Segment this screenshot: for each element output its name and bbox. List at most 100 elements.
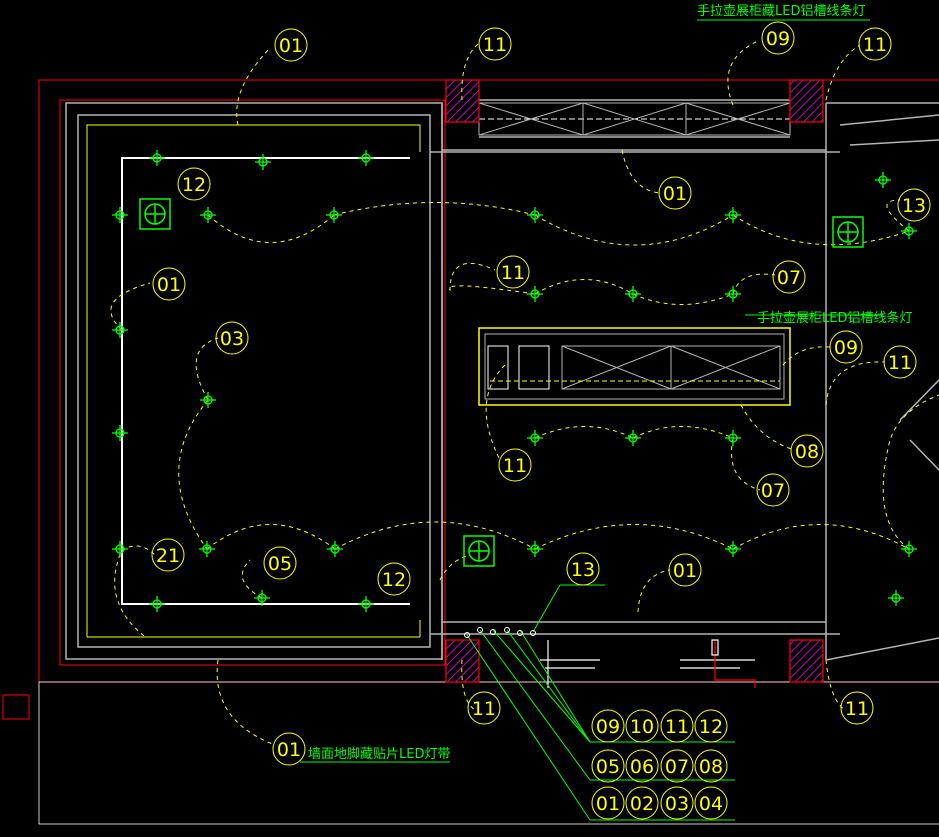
downlight-icon: [527, 541, 543, 557]
tag-label: 01: [279, 35, 303, 57]
downlight-icon: [112, 541, 128, 557]
tag-circle: 01: [274, 28, 308, 62]
legend-label: 12: [699, 716, 723, 738]
downlights: [112, 150, 917, 612]
tag-circle: 08: [790, 434, 824, 468]
legend-label: 09: [596, 716, 620, 738]
tag-label: 08: [795, 441, 819, 463]
tag-circle: 09: [761, 21, 795, 55]
downlight-icon: [358, 596, 374, 612]
downlight-icon: [358, 150, 374, 166]
tag-circle: 11: [467, 691, 501, 725]
tag-label: 12: [382, 569, 406, 591]
legend-label: 03: [665, 793, 689, 815]
legend-row-3: 01 02 03 04: [591, 786, 728, 820]
legend-label: 08: [699, 756, 723, 778]
outer-boundary: [2, 79, 939, 825]
tag-label: 07: [777, 267, 801, 289]
downlight-icon: [326, 207, 342, 223]
legend-row-2: 05 06 07 08: [591, 749, 728, 783]
center-display-cabinet: [478, 327, 791, 406]
legend-label: 10: [630, 716, 654, 738]
downlight-icon: [888, 590, 904, 606]
tag-label: 21: [156, 545, 180, 567]
tag-label: 11: [863, 34, 887, 56]
tag-label: 11: [888, 352, 912, 374]
downlight-icon: [725, 430, 741, 446]
downlight-icon: [725, 541, 741, 557]
ceiling-outline: [86, 124, 421, 638]
downlight-icon: [112, 425, 128, 441]
switch-markers: [464, 627, 536, 638]
legend-label: 01: [596, 793, 620, 815]
downlight-icon: [527, 207, 543, 223]
room-walls: [65, 99, 939, 661]
tag-label: 01: [277, 739, 301, 761]
downlight-icon: [327, 541, 343, 557]
note-top-right: 手拉壶展柜藏LED铝槽线条灯: [697, 3, 865, 19]
tag-label: 01: [673, 560, 697, 582]
tag-label: 11: [845, 698, 869, 720]
tag-label: 09: [834, 337, 858, 359]
note-bottom: 墙面地脚藏贴片LED灯带: [308, 746, 450, 762]
tag-label: 07: [761, 480, 785, 502]
tag-circle: 01: [272, 732, 306, 766]
downlight-icon: [200, 392, 216, 408]
circuit-tags: 01 11 09 11 12 01 13 01 11 07 03 09 11 0…: [151, 21, 931, 766]
tag-label: 09: [766, 28, 790, 50]
downlight-icon: [875, 172, 891, 188]
downlight-icon: [149, 150, 165, 166]
tag-circle: 11: [478, 27, 512, 61]
tag-label: 11: [472, 698, 496, 720]
top-display-cabinet: [478, 102, 791, 136]
legend-label: 02: [630, 793, 654, 815]
tag-circle: 13: [897, 188, 931, 222]
legend-leaders: [300, 19, 883, 821]
tag-label: 11: [483, 34, 507, 56]
legend-label: 06: [630, 756, 654, 778]
exhaust-fan-icon: [463, 535, 495, 567]
tag-circle: 11: [883, 345, 917, 379]
tag-circle: 03: [215, 321, 249, 355]
tag-label: 13: [571, 559, 595, 581]
downlight-icon: [725, 207, 741, 223]
legend-label: 05: [596, 756, 620, 778]
downlight-icon: [625, 430, 641, 446]
tag-circle: 11: [496, 255, 530, 289]
structural-columns: [445, 79, 824, 683]
tag-label: 13: [902, 195, 926, 217]
tag-circle: 21: [151, 538, 185, 572]
tag-circle: 01: [152, 267, 186, 301]
tag-label: 11: [501, 262, 525, 284]
tag-circle: 01: [668, 553, 702, 587]
downlight-icon: [527, 430, 543, 446]
downlight-icon: [112, 207, 128, 223]
tag-circle: 11: [858, 27, 892, 61]
tag-circle: 11: [840, 691, 874, 725]
downlight-icon: [901, 223, 917, 239]
exhaust-fan-icon: [832, 216, 864, 248]
tag-circle: 07: [772, 260, 806, 294]
door-fittings: [540, 639, 756, 688]
tag-label: 11: [503, 455, 527, 477]
note-middle: 手拉壶展柜LED铝槽线条灯: [757, 310, 912, 326]
downlight-icon: [254, 590, 270, 606]
circuit-curves: [110, 39, 939, 746]
downlight-icon: [199, 541, 215, 557]
tag-circle: 09: [829, 330, 863, 364]
downlight-icon: [527, 286, 543, 302]
switch-legend: 09 10 11 12 05 06 07 08 01 02 03 04: [591, 709, 728, 820]
legend-label: 04: [699, 793, 723, 815]
legend-row-1: 09 10 11 12: [591, 709, 728, 743]
downlight-icon: [200, 207, 216, 223]
tag-label: 05: [268, 553, 292, 575]
tag-circle: 05: [263, 546, 297, 580]
exhaust-fan-icon: [139, 198, 171, 230]
tag-label: 12: [182, 174, 206, 196]
downlight-icon: [149, 596, 165, 612]
led-strips: [121, 157, 410, 605]
tag-circle: 12: [177, 167, 211, 201]
tag-circle: 13: [566, 552, 600, 586]
tag-label: 03: [220, 328, 244, 350]
